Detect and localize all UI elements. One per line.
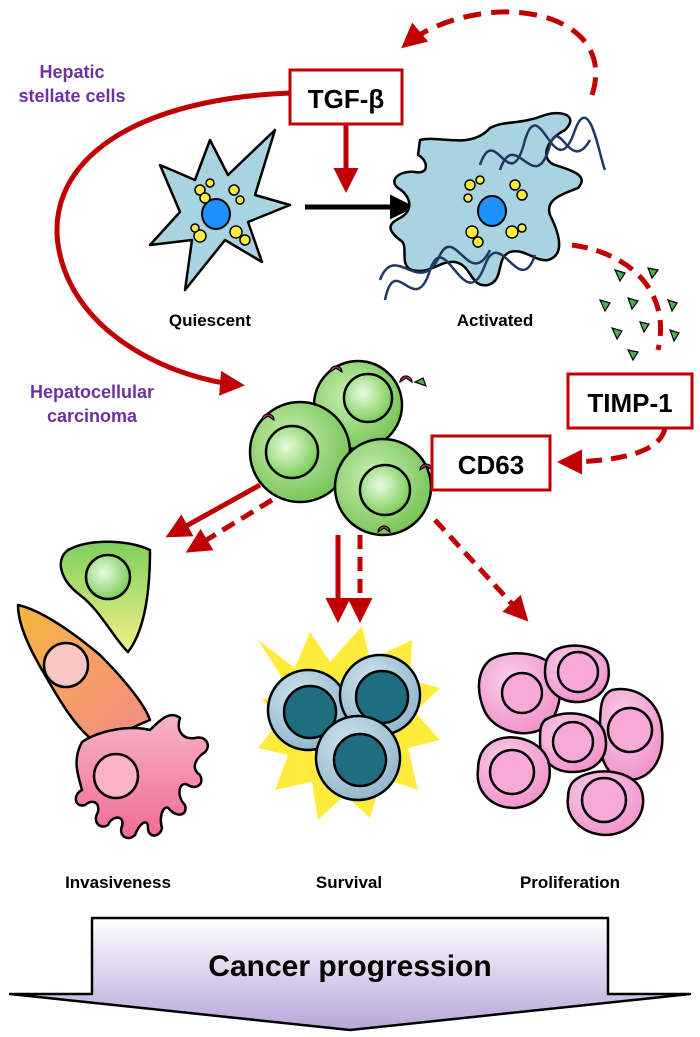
hcc-cell-cluster: [248, 359, 445, 537]
activated-label: Activated: [457, 311, 534, 330]
invasiveness-label: Invasiveness: [65, 873, 171, 892]
hcc-label-line2: carcinoma: [47, 406, 138, 426]
activated-stellate-cell: [378, 111, 607, 301]
proliferation-label: Proliferation: [520, 873, 620, 892]
cancer-progression-arrow: [8, 916, 692, 1032]
arrow-to-invasiveness-solid: [165, 482, 262, 538]
hcc-label-line1: Hepatocellular: [30, 382, 154, 402]
tgf-beta-label: TGF-β: [308, 84, 385, 114]
arrow-to-invasiveness-dashed: [185, 497, 274, 553]
survival-label: Survival: [316, 873, 382, 892]
survival-cells: [258, 626, 440, 820]
arrow-to-proliferation-dashed: [433, 518, 529, 622]
tgf-to-hcc-arrow: [54, 90, 291, 396]
hepatic-stellate-label-line1: Hepatic: [39, 62, 104, 82]
proliferation-cells: [476, 644, 664, 837]
timp-to-cd63-dashed: [557, 427, 668, 475]
cd63-label: CD63: [458, 450, 524, 480]
timp1-box: [566, 372, 694, 430]
quiescent-label: Quiescent: [169, 311, 252, 330]
quiescent-stellate-cell: [148, 128, 292, 292]
timp1-secreted-particles: [598, 267, 680, 362]
cd63-box: [430, 434, 552, 492]
invasiveness-cells: [16, 540, 210, 840]
hepatic-stellate-label-line2: stellate cells: [18, 86, 125, 106]
cancer-progression-label: Cancer progression: [208, 950, 491, 983]
activated-to-timp-dashed: [571, 242, 664, 351]
feedback-dashed-arrow: [401, 9, 599, 96]
timp1-label: TIMP-1: [587, 388, 672, 418]
